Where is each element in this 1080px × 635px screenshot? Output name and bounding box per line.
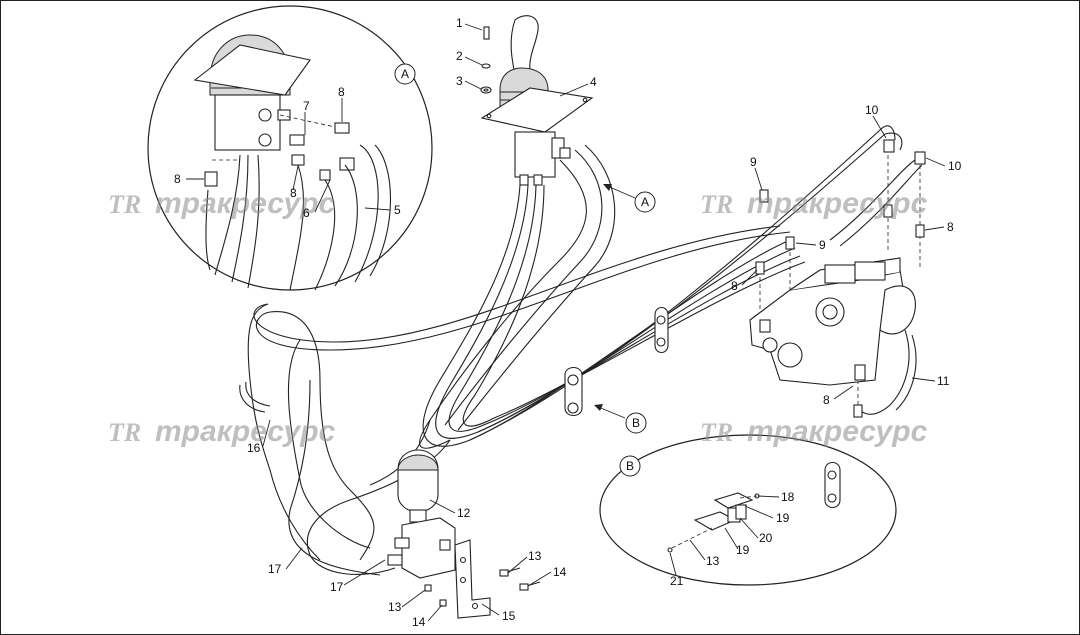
- part-label: 20: [759, 531, 773, 545]
- part-label: 16: [247, 441, 261, 455]
- part-label: 11: [937, 374, 950, 388]
- watermark-2: TR тракресурс: [700, 187, 928, 220]
- detail-circle-a: [147, 5, 433, 291]
- detail-view-a: [147, 5, 433, 291]
- part-label: 8: [290, 186, 297, 200]
- part-label: 13: [388, 600, 402, 614]
- hose-bundle: [239, 125, 923, 576]
- part-label: 3: [456, 74, 463, 88]
- part-label: 9: [750, 155, 757, 169]
- part-label: 6: [303, 206, 310, 220]
- part-label: 10: [865, 103, 879, 117]
- part-label: 1: [456, 16, 463, 30]
- part-label: 13: [528, 549, 542, 563]
- control-valve: [749, 257, 916, 386]
- part-label: 4: [590, 75, 597, 89]
- detail-view-b: [599, 434, 897, 586]
- watermark-logo: TR: [108, 418, 141, 447]
- watermark-text: тракресурс: [747, 415, 928, 448]
- detail-ellipse-b: [599, 434, 897, 586]
- part-label: 18: [781, 490, 795, 504]
- detail-a-letter: A: [394, 63, 416, 85]
- part-labels: 1 2 3 4 5 6 7 8 8 8 9 9 10 10 8 8 11 8 1…: [174, 16, 962, 629]
- watermark-logo: TR: [700, 418, 733, 447]
- watermark-text: тракресурс: [155, 415, 336, 448]
- watermark-logo: TR: [108, 190, 141, 219]
- part-label: 21: [670, 574, 684, 588]
- watermark-text: тракресурс: [747, 187, 928, 220]
- part-label: 7: [303, 99, 310, 113]
- joystick-assembly: [480, 15, 594, 186]
- part-label: 19: [736, 543, 750, 557]
- svg-text:B: B: [626, 459, 634, 473]
- part-label: 8: [731, 279, 738, 293]
- hose-clamps: [564, 306, 669, 417]
- screw-washer-set: [480, 26, 492, 94]
- part-label: 19: [776, 511, 790, 525]
- part-label: 14: [553, 565, 567, 579]
- part-label: 12: [457, 506, 471, 520]
- part-label: 8: [338, 85, 345, 99]
- part-label: 8: [947, 220, 954, 234]
- watermark-text: тракресурс: [155, 187, 336, 220]
- svg-text:B: B: [632, 416, 640, 430]
- part-label: 15: [502, 609, 516, 623]
- watermark-4: TR тракресурс: [700, 415, 928, 448]
- watermark-3: TR тракресурс: [108, 415, 336, 448]
- watermark-logo: TR: [700, 190, 733, 219]
- view-pointer-b: B: [594, 404, 647, 434]
- view-pointer-a: A: [603, 184, 656, 213]
- part-label: 17: [330, 580, 344, 594]
- part-label: 8: [174, 172, 181, 186]
- part-label: 13: [706, 554, 720, 568]
- part-label: 5: [394, 203, 401, 217]
- accumulator-assembly: [387, 449, 456, 579]
- watermark-1: TR тракресурс: [108, 187, 336, 220]
- part-label: 9: [819, 238, 826, 252]
- valve-fittings: [755, 139, 926, 418]
- part-label: 14: [412, 615, 426, 629]
- part-label: 10: [948, 159, 962, 173]
- svg-text:A: A: [641, 195, 649, 209]
- svg-text:A: A: [401, 67, 409, 81]
- part-label: 2: [456, 49, 463, 63]
- leader-lines: [186, 23, 946, 622]
- part-label: 17: [268, 562, 282, 576]
- part-label: 8: [823, 393, 830, 407]
- detail-b-letter: B: [619, 455, 641, 477]
